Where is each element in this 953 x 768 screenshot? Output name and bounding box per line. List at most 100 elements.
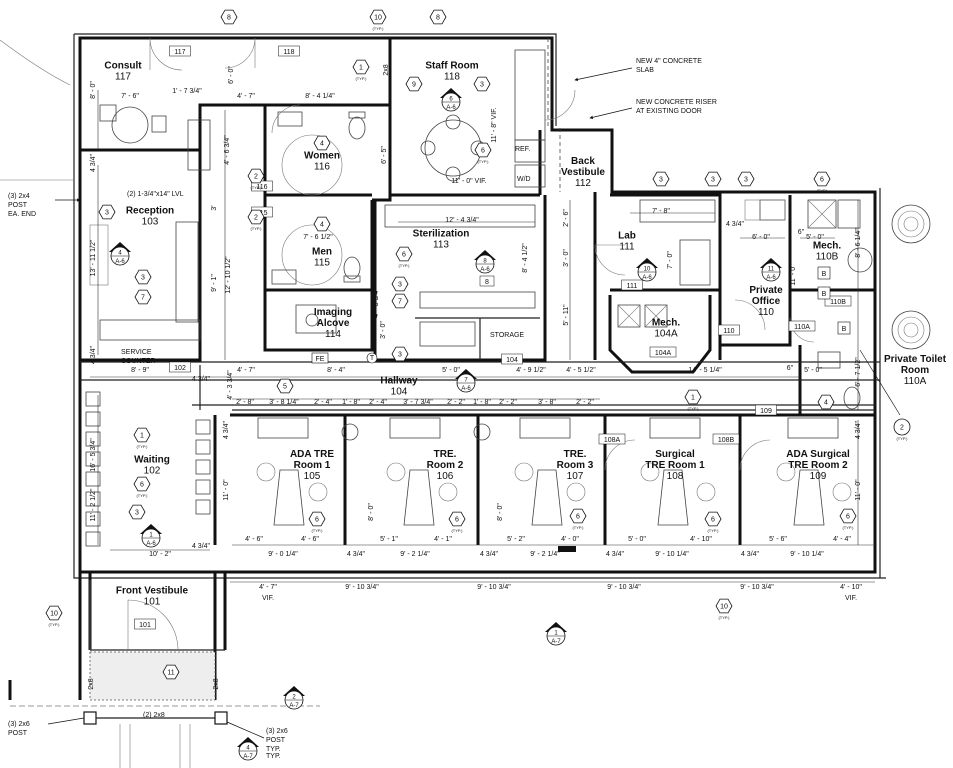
- dimension-label: 8' - 4 1/4": [305, 93, 335, 100]
- room-name: Office: [752, 296, 781, 307]
- room-number: 102: [144, 466, 161, 477]
- room-name: Men: [312, 247, 332, 258]
- room-number: 106: [437, 471, 454, 482]
- door-tag: 104: [501, 353, 523, 365]
- room-name: TRE.: [434, 449, 457, 460]
- misc-labels: FE T B B B: [311, 266, 851, 364]
- dimension-label: 3' - 8 1/4": [269, 399, 299, 406]
- dimension-label: 9' - 10 1/4": [655, 551, 689, 558]
- section-marker: 4A-6: [109, 242, 131, 266]
- room-number: 110A: [904, 376, 927, 387]
- keynote-typ: (TYP.): [250, 226, 262, 231]
- hexagon-icon: [715, 598, 733, 614]
- door-tag-number: 110: [723, 328, 734, 335]
- keynote-tag: 3: [704, 171, 722, 187]
- hexagon-icon: [133, 476, 151, 492]
- marker-sheet: A-7: [289, 703, 299, 709]
- dimension-label: 11' - 0": [790, 264, 797, 286]
- keynote-tag: 10(TYP.): [45, 605, 63, 627]
- room-name: Mech.: [652, 318, 681, 329]
- marker-sheet: A-7: [243, 754, 253, 760]
- dimension-label: 6": [798, 229, 805, 236]
- door-tag: 108B: [712, 433, 740, 445]
- keynote-number: 1: [140, 433, 144, 440]
- note-line: (3) 2x4: [8, 193, 30, 200]
- keynote-tag: 3: [473, 76, 491, 92]
- dimension-label: 4 3/4": [726, 221, 745, 228]
- keynote-number: 11: [167, 670, 174, 677]
- room-name: Reception: [126, 206, 174, 217]
- room-number: 117: [115, 72, 131, 83]
- note-line: (2) 2x8: [143, 712, 165, 719]
- dimension-label: 8' - 6 1/4": [855, 228, 862, 258]
- dimension-label: 11' - 0" VIF.: [451, 178, 486, 185]
- hexagon-icon: [395, 246, 413, 262]
- hexagon-icon: [313, 135, 331, 151]
- dimension-label: 9' - 2 1/4": [400, 551, 430, 558]
- dimension-label: 11' - 8" VIF.: [491, 107, 498, 142]
- note-wd: W/D: [517, 176, 531, 183]
- dimension-label: 9' - 10 3/4": [607, 584, 641, 591]
- interior-walls: [78, 38, 880, 700]
- dimension-label: 4' - 1": [434, 536, 452, 543]
- slab-outline: [547, 38, 561, 192]
- section-marker: 4A-7: [237, 737, 259, 761]
- dimension-label: 9' - 10 3/4": [345, 584, 379, 591]
- hexagon-icon: [45, 605, 63, 621]
- hexagon-icon: [839, 508, 857, 524]
- keynote-typ: (TYP.): [687, 406, 699, 411]
- keynote-typ: (TYP.): [136, 444, 148, 449]
- section-marker: 10A-6: [636, 258, 658, 282]
- room-name: Surgical: [655, 449, 695, 460]
- room-name: Lab: [618, 231, 636, 242]
- dimension-label: 11' - 2 1/2": [90, 488, 97, 521]
- dimension-label: 6' - 0": [752, 234, 770, 241]
- keynote-tag: 1 (TYP.): [133, 427, 151, 449]
- b-label-1: B: [822, 271, 827, 278]
- keynote-number: 4: [320, 222, 324, 229]
- hexagon-icon: [98, 204, 116, 220]
- door-tag-box: [169, 361, 191, 373]
- keynote-number: 3: [398, 282, 402, 289]
- dimension-label: 2' - 2": [576, 399, 594, 406]
- note-line: REF.: [515, 146, 530, 153]
- marker-number: 8: [483, 259, 487, 265]
- dimension-label: 9' - 0 1/4": [268, 551, 298, 558]
- keynote-tag: 6(TYP.): [395, 246, 413, 268]
- keynote-tag: 8: [429, 9, 447, 25]
- keynote-tag: 3: [134, 269, 152, 285]
- room-number: 107: [567, 471, 584, 482]
- section-marker: 11A-6: [760, 258, 782, 282]
- room-number: 109: [810, 471, 827, 482]
- keynote-typ: (TYP.): [477, 159, 489, 164]
- dimension-label: 4' - 3 3/4": [373, 288, 380, 318]
- keynote-typ: (TYP.): [816, 188, 828, 193]
- keynote-typ: (TYP.): [707, 528, 719, 533]
- hexagon-icon: [162, 664, 180, 680]
- keynote-tag: 3: [391, 276, 409, 292]
- door-tag-number: 111: [627, 283, 638, 290]
- door-tag-number: 110B: [830, 299, 846, 306]
- dimension-label: 12' - 4 3/4": [445, 217, 479, 224]
- dimension-label: 12' - 10 1/2": [225, 256, 232, 294]
- door-tag-box: [649, 346, 677, 358]
- room-name: Room 3: [557, 460, 594, 471]
- dimension-label: 4' - 9 1/2": [516, 367, 546, 374]
- room-name: Front Vestibule: [116, 586, 189, 597]
- keynote-tag: 6(TYP.): [704, 511, 722, 533]
- door-tag: 117: [169, 45, 191, 57]
- marker-sheet: A-6: [115, 259, 125, 265]
- dimension-label: VIF.: [845, 595, 857, 602]
- room-name: ADA TRE: [290, 449, 334, 460]
- keynote-number: 10: [374, 15, 382, 22]
- hexagon-icon: [473, 76, 491, 92]
- room-number: 101: [144, 597, 161, 608]
- section-marker: 7A-6: [455, 369, 477, 393]
- section-marker: 6A-6: [440, 88, 462, 112]
